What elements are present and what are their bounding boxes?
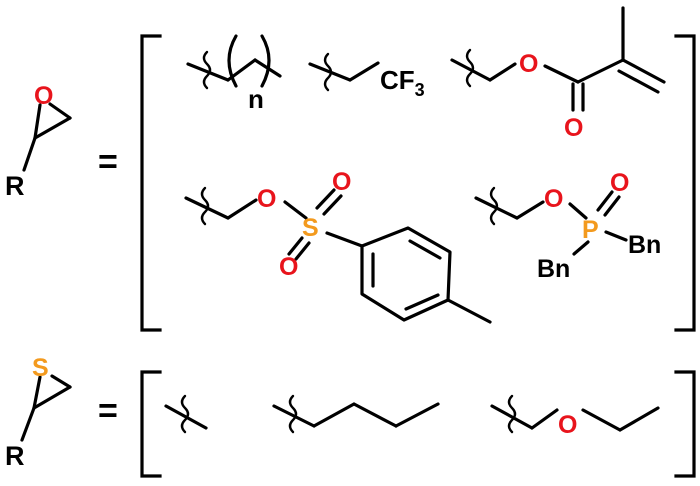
sulfonyl-bond-bottom-a (287, 236, 304, 256)
attachment-wavy-line-7 (288, 394, 298, 434)
ethoxyethyl-bond-2 (530, 408, 559, 430)
sulfonyl-bond-s-ring (325, 231, 364, 248)
methylene-double-bond-b (617, 69, 660, 94)
epoxide-equals-sign: = (98, 143, 118, 181)
thiirane-r-label: R (5, 441, 25, 471)
methacrylate-bond-3 (543, 64, 580, 84)
phosphoryl-oxygen: O (610, 169, 629, 197)
phosphinate-benzyl-bottom: Bn (537, 255, 570, 283)
bottom-left-bracket (140, 370, 162, 478)
tolyl-methyl-bond (446, 298, 492, 324)
methacrylate-bond-2 (488, 62, 517, 82)
ethoxyethyl-ether-oxygen: O (558, 411, 577, 439)
thiirane-sulfur-atom: S (32, 354, 49, 382)
trifluoromethyl-subscript: 3 (415, 80, 425, 100)
tosylate-bond-o-s (283, 200, 308, 220)
trifluoromethyl-cf: CF (380, 65, 415, 95)
trifluoroethyl-group: CF3 (308, 52, 425, 100)
epoxide-bond-c1-o (33, 103, 42, 140)
bottom-right-bracket (674, 370, 696, 478)
ethoxyethyl-bond-3 (581, 408, 622, 432)
thiirane-bond-c1-r (20, 406, 36, 442)
phosphinate-bond-p-bn-bottom (572, 240, 590, 256)
top-right-bracket (674, 34, 696, 332)
sulfonyl-bond-top-a (315, 188, 336, 210)
butyl-bond-4 (394, 402, 440, 428)
phosphoryl-bond-a (596, 190, 614, 212)
methacrylate-bond-4 (576, 58, 625, 84)
phosphinate-group: O P O Bn Bn (474, 169, 661, 283)
epoxide-bond-c1-r (22, 136, 37, 172)
alkyl-bond-1 (186, 62, 230, 82)
attachment-wavy-line-8 (507, 394, 517, 434)
epoxide-bond-c1-c2 (33, 116, 72, 140)
tosylate-ether-oxygen: O (257, 185, 276, 213)
top-left-bracket (140, 34, 162, 332)
tosylate-bond-2 (226, 198, 258, 220)
ethoxyethyl-group: O (490, 394, 660, 439)
trifluoroethyl-bond-1 (308, 62, 352, 82)
sulfonyl-oxygen-bottom: O (279, 253, 298, 281)
thiirane-bond-c1-s (32, 375, 42, 410)
attachment-wavy-line-4 (200, 186, 210, 226)
sulfonyl-bond-bottom-b (294, 241, 311, 261)
thiirane-bond-c2-s (50, 374, 72, 389)
methacrylate-carbonyl-oxygen: O (564, 114, 583, 142)
tosylate-bond-1 (184, 196, 230, 220)
butyl-bond-3 (352, 402, 398, 428)
methyl-bond (164, 404, 208, 430)
tosylate-sulfur-atom: S (302, 214, 319, 242)
ethoxyethyl-bond-1 (490, 404, 534, 430)
repeat-paren-right (260, 34, 271, 88)
attachment-wavy-line-1 (202, 50, 212, 90)
tolyl-ring-inner-2 (404, 293, 440, 311)
repeat-paren-left (227, 34, 238, 88)
epoxide-oxygen-atom: O (34, 82, 53, 110)
trifluoroethyl-bond-2 (348, 61, 380, 82)
methyl-group (164, 394, 208, 434)
phosphinate-benzyl-right: Bn (628, 231, 661, 259)
alkyl-chain-group: n (186, 34, 282, 114)
sulfonyl-bond-top-b (322, 194, 343, 216)
tosylate-group: O S O O (184, 168, 492, 324)
sulfonyl-oxygen-top: O (332, 168, 351, 196)
tolyl-ring (360, 226, 452, 322)
epoxide-bond-c2-o (48, 102, 72, 120)
phosphinate-bond-2 (515, 200, 545, 220)
phosphinate-bond-1 (474, 196, 519, 220)
phosphinate-bond-p-bn-right (604, 230, 628, 242)
ethoxyethyl-bond-4 (618, 406, 660, 432)
phosphoryl-bond-b (603, 195, 621, 217)
methacrylate-ester-oxygen: O (519, 50, 538, 78)
thiirane-equals-sign: = (98, 392, 118, 430)
epoxide-r-label: R (5, 171, 25, 201)
methylene-double-bond-a (621, 58, 666, 84)
attachment-wavy-line-3 (465, 48, 475, 88)
thiirane-structure: S R (5, 354, 72, 471)
attachment-wavy-line-5 (489, 186, 499, 226)
methacrylate-group: O O (450, 6, 666, 142)
butyl-bond-1 (272, 404, 316, 428)
attachment-wavy-line-6 (180, 394, 190, 434)
trifluoromethyl-label: CF3 (380, 65, 425, 100)
phosphinate-ether-oxygen: O (544, 185, 563, 213)
phosphinate-bond-o-p (568, 202, 588, 220)
thiirane-bond-c1-c2 (32, 385, 72, 410)
methacrylate-bond-1 (450, 58, 492, 82)
epoxide-structure: O R (5, 82, 72, 201)
butyl-group (272, 394, 440, 434)
tolyl-ring-inner-1 (408, 239, 442, 260)
phosphinate-phosphorus-atom: P (582, 216, 599, 244)
butyl-bond-2 (312, 402, 356, 428)
repeat-count-label: n (248, 84, 264, 114)
